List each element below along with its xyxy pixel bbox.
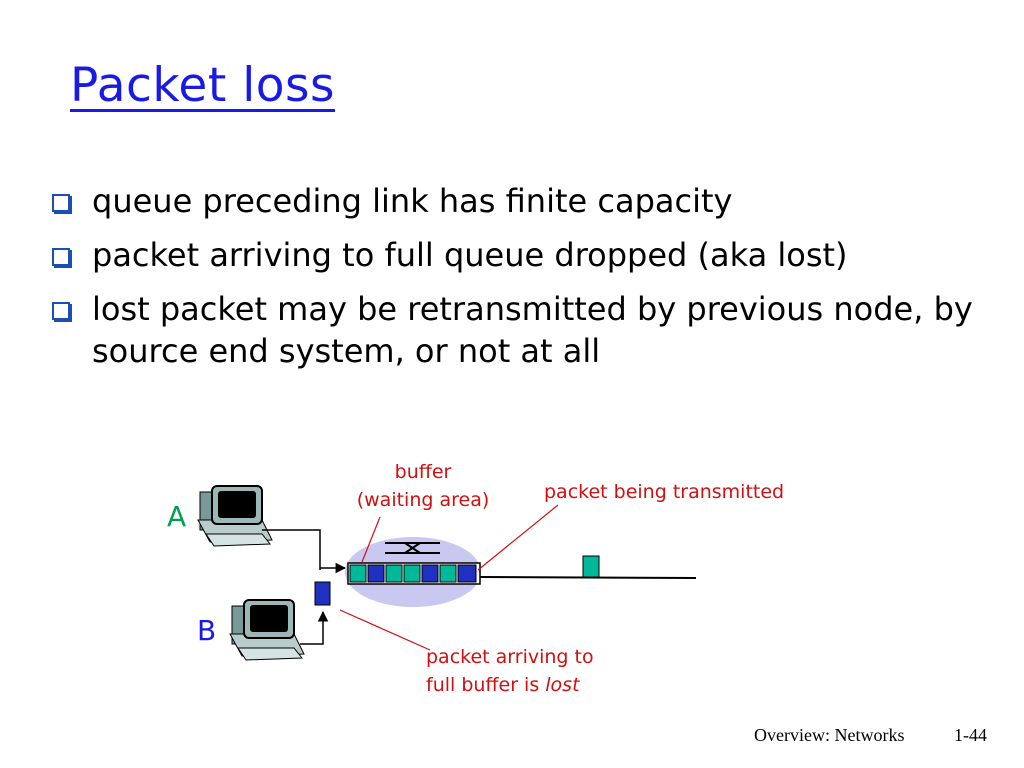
bullet-item: packet arriving to full queue dropped (a…: [52, 234, 1002, 276]
arriving-packet: [314, 581, 331, 606]
bullet-item: queue preceding link has finite capacity: [52, 180, 1002, 222]
footer-page-number: 1-44: [954, 725, 987, 745]
link-a: [262, 529, 321, 570]
host-a-label: A: [167, 500, 187, 533]
bullet-text: queue preceding link has finite capacity: [92, 182, 733, 220]
bullet-text: lost packet may be retransmitted by prev…: [92, 290, 973, 370]
buffer-annotation: buffer (waiting area): [356, 461, 490, 511]
router-switch-icon: [385, 542, 440, 554]
host-a-computer-icon: [197, 485, 273, 547]
checkbox-bullet-icon: [52, 248, 70, 266]
buffer-queue: [347, 562, 481, 585]
transmitted-annotation: packet being transmitted: [544, 481, 785, 503]
footer-section: Overview: Networks: [754, 725, 905, 745]
bullet-text: packet arriving to full queue dropped (a…: [92, 236, 848, 274]
bullet-list: queue preceding link has finite capacity…: [52, 180, 1002, 384]
checkbox-bullet-icon: [52, 302, 70, 320]
host-b-label: B: [197, 614, 217, 647]
transmitted-packet: [582, 555, 600, 578]
slide-title: Packet loss: [70, 58, 335, 113]
link-b-arrow: [300, 610, 329, 645]
checkbox-bullet-icon: [52, 194, 70, 212]
bullet-item: lost packet may be retransmitted by prev…: [52, 288, 1002, 372]
lost-annotation: packet arriving to full buffer is lost: [426, 646, 594, 696]
host-b-computer-icon: [229, 599, 305, 661]
